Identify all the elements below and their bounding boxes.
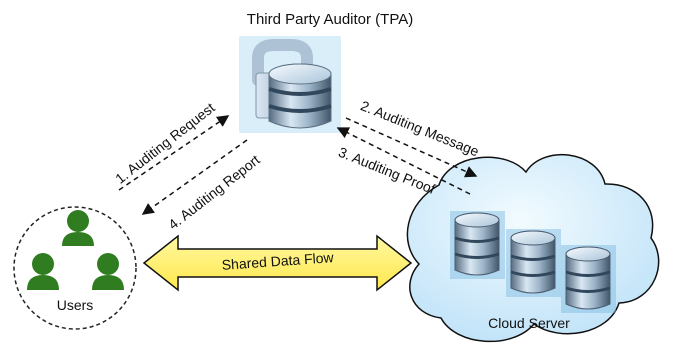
users-label: Users: [57, 297, 94, 313]
shared-data-flow-label: Shared Data Flow: [221, 249, 335, 273]
padlock-database-icon: [239, 36, 341, 133]
user-icon: [62, 210, 94, 246]
users-group: Users: [13, 206, 137, 330]
tpa-label: Third Party Auditor (TPA): [247, 11, 413, 28]
auditing-message-label: 2. Auditing Message: [358, 97, 481, 159]
database-server-icon: [450, 211, 505, 279]
auditing-request-arrow: 1. Auditing Request: [112, 99, 230, 191]
cloud-server-group: Cloud Server: [406, 153, 660, 343]
cloud-label: Cloud Server: [488, 315, 570, 331]
user-icon: [27, 253, 59, 290]
shared-data-flow-arrow: Shared Data Flow: [142, 234, 413, 292]
database-server-icon: [561, 245, 616, 313]
users-boundary: [13, 206, 137, 330]
auditing-request-label: 1. Auditing Request: [112, 99, 218, 186]
user-icon: [92, 253, 124, 290]
database-server-icon: [506, 229, 561, 297]
